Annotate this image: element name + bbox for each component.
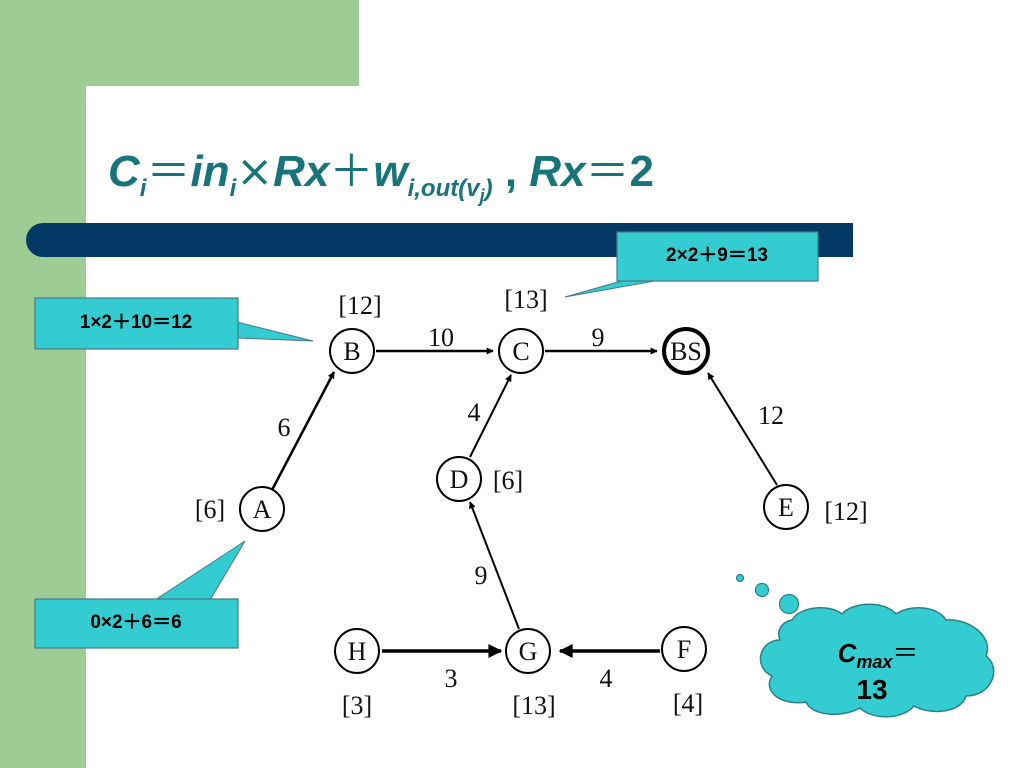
cloud-sub: max bbox=[856, 652, 893, 672]
edge-a-b bbox=[270, 371, 336, 491]
node-c-label: C bbox=[512, 337, 529, 366]
cloud-eq: ＝ bbox=[892, 638, 918, 668]
node-f: F bbox=[661, 626, 707, 672]
title-comma: , bbox=[492, 147, 530, 196]
cloud-value: 13 bbox=[856, 674, 887, 705]
slide-title: Ci＝ini×Rx＋wi,out(vj) , Rx＝2 bbox=[108, 140, 868, 206]
edge-label-d-c: 4 bbox=[468, 398, 481, 427]
node-e: E bbox=[763, 484, 809, 530]
title-w-sub-j: j bbox=[479, 186, 485, 206]
thought-bubble-medium bbox=[754, 582, 770, 598]
cloud-c: C bbox=[838, 638, 858, 668]
node-e-label: E bbox=[778, 493, 794, 522]
node-b: B bbox=[329, 328, 375, 374]
edge-label-g-d: 9 bbox=[475, 561, 488, 590]
tag-a: [6] bbox=[195, 495, 225, 524]
edge-d-c bbox=[469, 374, 512, 458]
edge-label-c-bs: 9 bbox=[592, 323, 605, 352]
callout-upper-left: 1×2＋10＝12 bbox=[34, 297, 314, 350]
cloud-shape bbox=[759, 603, 995, 718]
edge-label-h-g: 3 bbox=[445, 664, 458, 693]
title-w: w bbox=[373, 147, 408, 196]
node-f-label: F bbox=[677, 635, 691, 664]
title-rx2: Rx bbox=[529, 147, 586, 196]
title-eq2: ＝ bbox=[585, 146, 630, 197]
node-a-label: A bbox=[253, 495, 272, 524]
title-c: C bbox=[108, 147, 140, 196]
node-c: C bbox=[498, 328, 544, 374]
title-in: in bbox=[190, 147, 230, 196]
node-bs-label: BS bbox=[670, 337, 702, 366]
tag-g: [13] bbox=[512, 691, 555, 720]
tag-d: [6] bbox=[493, 466, 523, 495]
edge-label-f-g: 4 bbox=[600, 664, 613, 693]
callout-upper-left-text: 1×2＋10＝12 bbox=[80, 312, 193, 333]
node-h-label: H bbox=[348, 637, 367, 666]
node-d-label: D bbox=[450, 465, 469, 494]
thought-bubble-large bbox=[778, 593, 800, 615]
title-plus: ＋ bbox=[329, 146, 374, 197]
tag-b: [12] bbox=[338, 291, 381, 320]
title-w-sub: i,out(v bbox=[407, 175, 480, 202]
node-b-label: B bbox=[343, 337, 360, 366]
node-bs: BS bbox=[662, 327, 710, 375]
tag-e: [12] bbox=[824, 497, 867, 526]
edge-label-a-b: 6 bbox=[278, 413, 291, 442]
title-two: 2 bbox=[629, 147, 655, 196]
tag-f: [4] bbox=[673, 689, 703, 718]
title-eq1: ＝ bbox=[146, 146, 191, 197]
title-times: × bbox=[236, 146, 274, 197]
title-rx: Rx bbox=[273, 147, 330, 196]
node-d: D bbox=[436, 456, 482, 502]
edge-label-b-c: 10 bbox=[428, 323, 454, 352]
node-a: A bbox=[239, 486, 285, 532]
edge-label-e-bs: 12 bbox=[758, 401, 784, 430]
thought-bubble-small bbox=[735, 573, 745, 583]
title-in-sub: i bbox=[229, 175, 237, 202]
edge-g-d bbox=[469, 501, 520, 630]
callout-lower-left: 0×2＋6＝6 bbox=[34, 540, 246, 649]
node-g-label: G bbox=[519, 637, 538, 666]
title-c-sub: i bbox=[139, 175, 147, 202]
edge-e-bs bbox=[707, 372, 778, 486]
cloud-line1: Cmax＝ bbox=[838, 638, 919, 672]
thought-cloud: Cmax＝ 13 bbox=[735, 573, 995, 718]
callout-lower-left-text: 0×2＋6＝6 bbox=[90, 612, 181, 633]
tag-c: [13] bbox=[504, 285, 547, 314]
node-h: H bbox=[334, 628, 380, 674]
node-g: G bbox=[505, 628, 551, 674]
title-w-sub-close: ) bbox=[484, 175, 493, 202]
tag-h: [3] bbox=[342, 691, 372, 720]
callout-top-right: 2×2＋9＝13 bbox=[564, 231, 819, 298]
callout-top-right-text: 2×2＋9＝13 bbox=[666, 245, 768, 266]
